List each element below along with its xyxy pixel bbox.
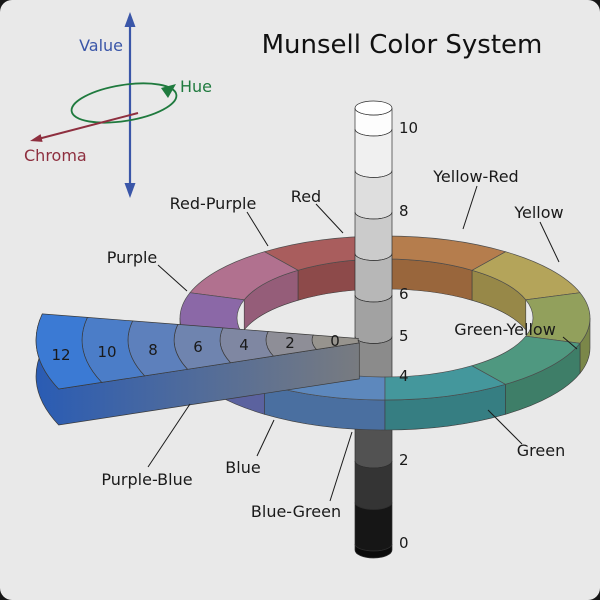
leader-blue	[256, 419, 275, 457]
hue-labels: Red Red-Purple Purple Yellow-Red Yellow …	[101, 167, 565, 521]
value-tick-5: 5	[399, 327, 409, 345]
hue-label-yellow-red: Yellow-Red	[432, 167, 518, 186]
hue-arrowhead-icon	[161, 84, 176, 98]
leader-green-yellow	[562, 336, 578, 350]
leader-lines	[147, 185, 578, 502]
value-tick-10: 10	[399, 119, 418, 137]
axes-widget: Value Hue Chroma	[24, 12, 212, 198]
value-tick-0: 0	[399, 534, 409, 552]
page-title: Munsell Color System	[262, 30, 543, 60]
chroma-tick-2: 2	[285, 334, 295, 352]
hue-label-purple-blue: Purple-Blue	[101, 470, 192, 489]
chroma-tick-12: 12	[51, 346, 70, 364]
chroma-arrowhead-icon	[30, 134, 43, 142]
value-pole-segment	[354, 502, 393, 552]
chroma-segment-12	[35, 313, 103, 390]
chroma-scale-ticks: 12 10 8 6 4 2 0	[51, 332, 339, 364]
value-pole-segment	[354, 253, 393, 303]
value-pole-segment	[354, 170, 393, 220]
hue-segment-green-yellow	[525, 292, 591, 344]
chroma-tick-10: 10	[97, 343, 116, 361]
value-tick-8: 8	[399, 202, 409, 220]
hue-loop-arrow	[70, 82, 178, 124]
chroma-axis-arrow	[37, 112, 139, 140]
chroma-arm	[35, 313, 360, 426]
chroma-tick-4: 4	[239, 336, 249, 354]
hue-axis-label: Hue	[180, 77, 212, 96]
value-scale-ticks: 10 8 6 5 4 2 0	[399, 119, 418, 552]
chroma-tick-0: 0	[330, 332, 340, 350]
leader-yellow	[539, 221, 560, 263]
leader-purple-blue	[147, 403, 191, 468]
value-pole-segment	[354, 294, 393, 344]
value-tick-4: 4	[399, 367, 409, 385]
chroma-tick-6: 6	[193, 338, 203, 356]
hue-label-red: Red	[291, 187, 321, 206]
leader-yellow-red	[462, 185, 478, 230]
chroma-axis-label: Chroma	[24, 146, 87, 165]
value-tick-6: 6	[399, 285, 409, 303]
value-pole-segment	[354, 211, 393, 261]
hue-label-blue-green: Blue-Green	[251, 502, 341, 521]
value-axis-arrowhead-up-icon	[124, 12, 136, 27]
leader-blue-green	[329, 431, 353, 502]
chroma-tick-8: 8	[148, 341, 158, 359]
hue-label-purple: Purple	[107, 248, 158, 267]
value-pole-segment	[354, 460, 393, 510]
hue-segment-green	[471, 335, 581, 385]
value-axis-label: Value	[79, 36, 123, 55]
hue-label-green: Green	[517, 441, 565, 460]
leader-red-purple	[246, 211, 269, 247]
value-tick-2: 2	[399, 451, 409, 469]
value-axis-arrowhead-down-icon	[124, 183, 136, 198]
leader-red	[315, 203, 344, 234]
hue-label-blue: Blue	[225, 458, 260, 477]
value-pole-bottom-stub	[354, 543, 393, 559]
hue-label-red-purple: Red-Purple	[170, 194, 257, 213]
hue-label-green-yellow: Green-Yellow	[454, 320, 556, 339]
value-pole-top-cap	[354, 100, 393, 116]
hue-label-yellow: Yellow	[513, 203, 563, 222]
value-pole-segment	[354, 128, 393, 178]
leader-purple	[157, 264, 188, 292]
value-pole	[354, 100, 393, 559]
leader-green	[487, 409, 523, 445]
